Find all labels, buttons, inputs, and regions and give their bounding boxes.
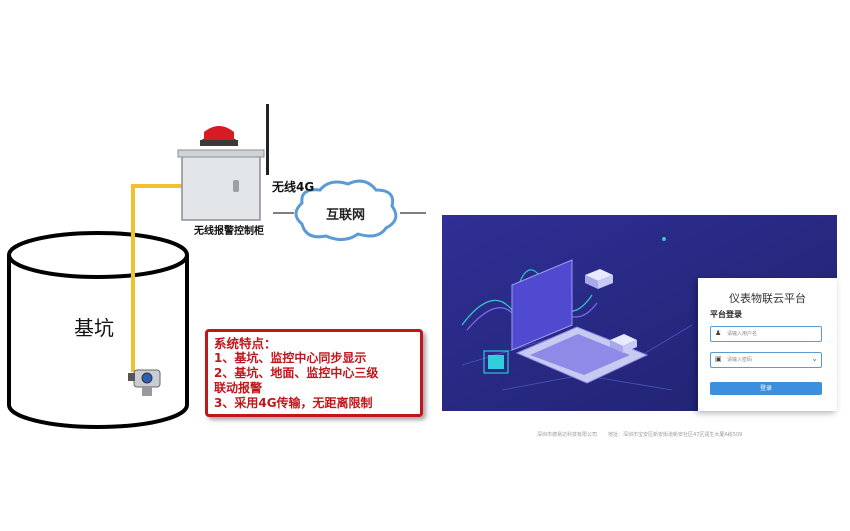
features-title: 系统特点： (214, 336, 277, 351)
lock-icon: ▣ (715, 355, 722, 363)
feature-item: 联动报警 (214, 381, 263, 395)
login-panel: 仪表物联云平台 平台登录 ♟ 请输入用户名 ▣ 请输入密码 ⌄ 登录 (698, 278, 837, 411)
feature-item: 3、采用4G传输，无距离限制 (214, 396, 373, 410)
username-input[interactable]: ♟ 请输入用户名 (710, 326, 822, 342)
wireless-4g-label: 无线4G (272, 180, 315, 194)
control-cabinet (177, 126, 265, 221)
system-features-box: 系统特点： 1、基坑、监控中心同步显示 2、基坑、地面、监控中心三级 联动报警 … (205, 329, 423, 417)
internet-cloud-icon (294, 179, 398, 241)
cube-icon (585, 269, 613, 289)
user-icon: ♟ (715, 329, 722, 337)
chevron-down-icon: ⌄ (811, 354, 818, 363)
antenna-icon (266, 104, 269, 175)
internet-label: 互联网 (326, 208, 366, 223)
login-heading: 平台登录 (710, 310, 742, 319)
glow-cube-icon (483, 350, 509, 374)
password-placeholder: 请输入密码 (727, 357, 753, 363)
feature-item: 2、基坑、地面、监控中心三级 (214, 366, 379, 380)
cube-icon (610, 334, 637, 353)
cabinet-label: 无线报警控制柜 (194, 226, 264, 237)
platform-title: 仪表物联云平台 (729, 292, 806, 305)
sensor-cable (131, 184, 183, 372)
feature-item: 1、基坑、监控中心同步显示 (214, 351, 367, 365)
pit-label: 基坑 (74, 316, 114, 340)
laptop-icon (511, 259, 649, 384)
username-placeholder: 请输入用户名 (727, 331, 758, 337)
login-button[interactable]: 登录 (710, 382, 822, 395)
footer-company: 深圳市德易达科技有限公司 (537, 432, 598, 438)
footer-address: 地址：深圳市宝安区新安街道新安社区47区润生大厦A栋509 (608, 432, 743, 438)
gas-detector-icon (128, 369, 161, 396)
star-dot (662, 237, 666, 241)
password-input[interactable]: ▣ 请输入密码 ⌄ (710, 352, 822, 368)
